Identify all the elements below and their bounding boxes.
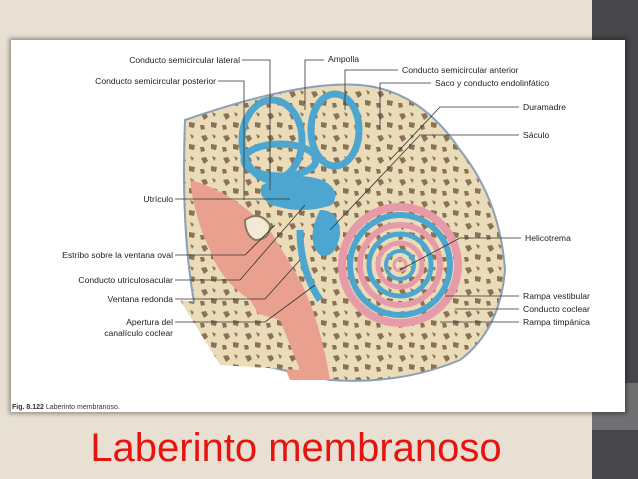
saccule <box>312 210 340 256</box>
utricle <box>260 176 336 210</box>
figure-caption: Fig. 8.122 Laberinto membranoso. <box>12 404 120 411</box>
leader-lines <box>175 59 521 323</box>
label-rampa-vestibular: Rampa vestibular <box>523 291 590 301</box>
label-conducto-semicircular-anterior: Conducto semicircular anterior <box>402 65 519 75</box>
label-conducto-semicircular-lateral: Conducto semicircular lateral <box>129 55 240 65</box>
slide-title: Laberinto membranoso <box>90 426 502 470</box>
label-conducto-utriculosacular: Conducto utriculosacular <box>78 275 173 285</box>
label-conducto-coclear: Conducto coclear <box>523 304 590 314</box>
label-ventana-redonda: Ventana redonda <box>107 294 173 304</box>
label-duramadre: Duramadre <box>523 102 566 112</box>
label-saco-endolinfatico: Saco y conducto endolinfático <box>435 78 550 88</box>
caption-number: Fig. 8.122 <box>12 404 44 411</box>
label-apertura-2: canalículo coclear <box>104 328 173 338</box>
middle-ear-tissue <box>190 180 330 380</box>
label-utriculo: Utrículo <box>143 194 173 204</box>
cochlea <box>338 203 462 327</box>
label-conducto-semicircular-posterior: Conducto semicircular posterior <box>95 76 216 86</box>
label-helicotrema: Helicotrema <box>525 233 571 243</box>
label-ampolla: Ampolla <box>328 54 360 64</box>
label-saculo: Sáculo <box>523 130 550 140</box>
label-rampa-timpanica: Rampa timpánica <box>523 317 590 327</box>
label-apertura-1: Apertura del <box>126 317 173 327</box>
label-estribo: Estribo sobre la ventana oval <box>62 250 173 260</box>
caption-text: Laberinto membranoso. <box>45 404 120 411</box>
stapes <box>243 215 272 242</box>
